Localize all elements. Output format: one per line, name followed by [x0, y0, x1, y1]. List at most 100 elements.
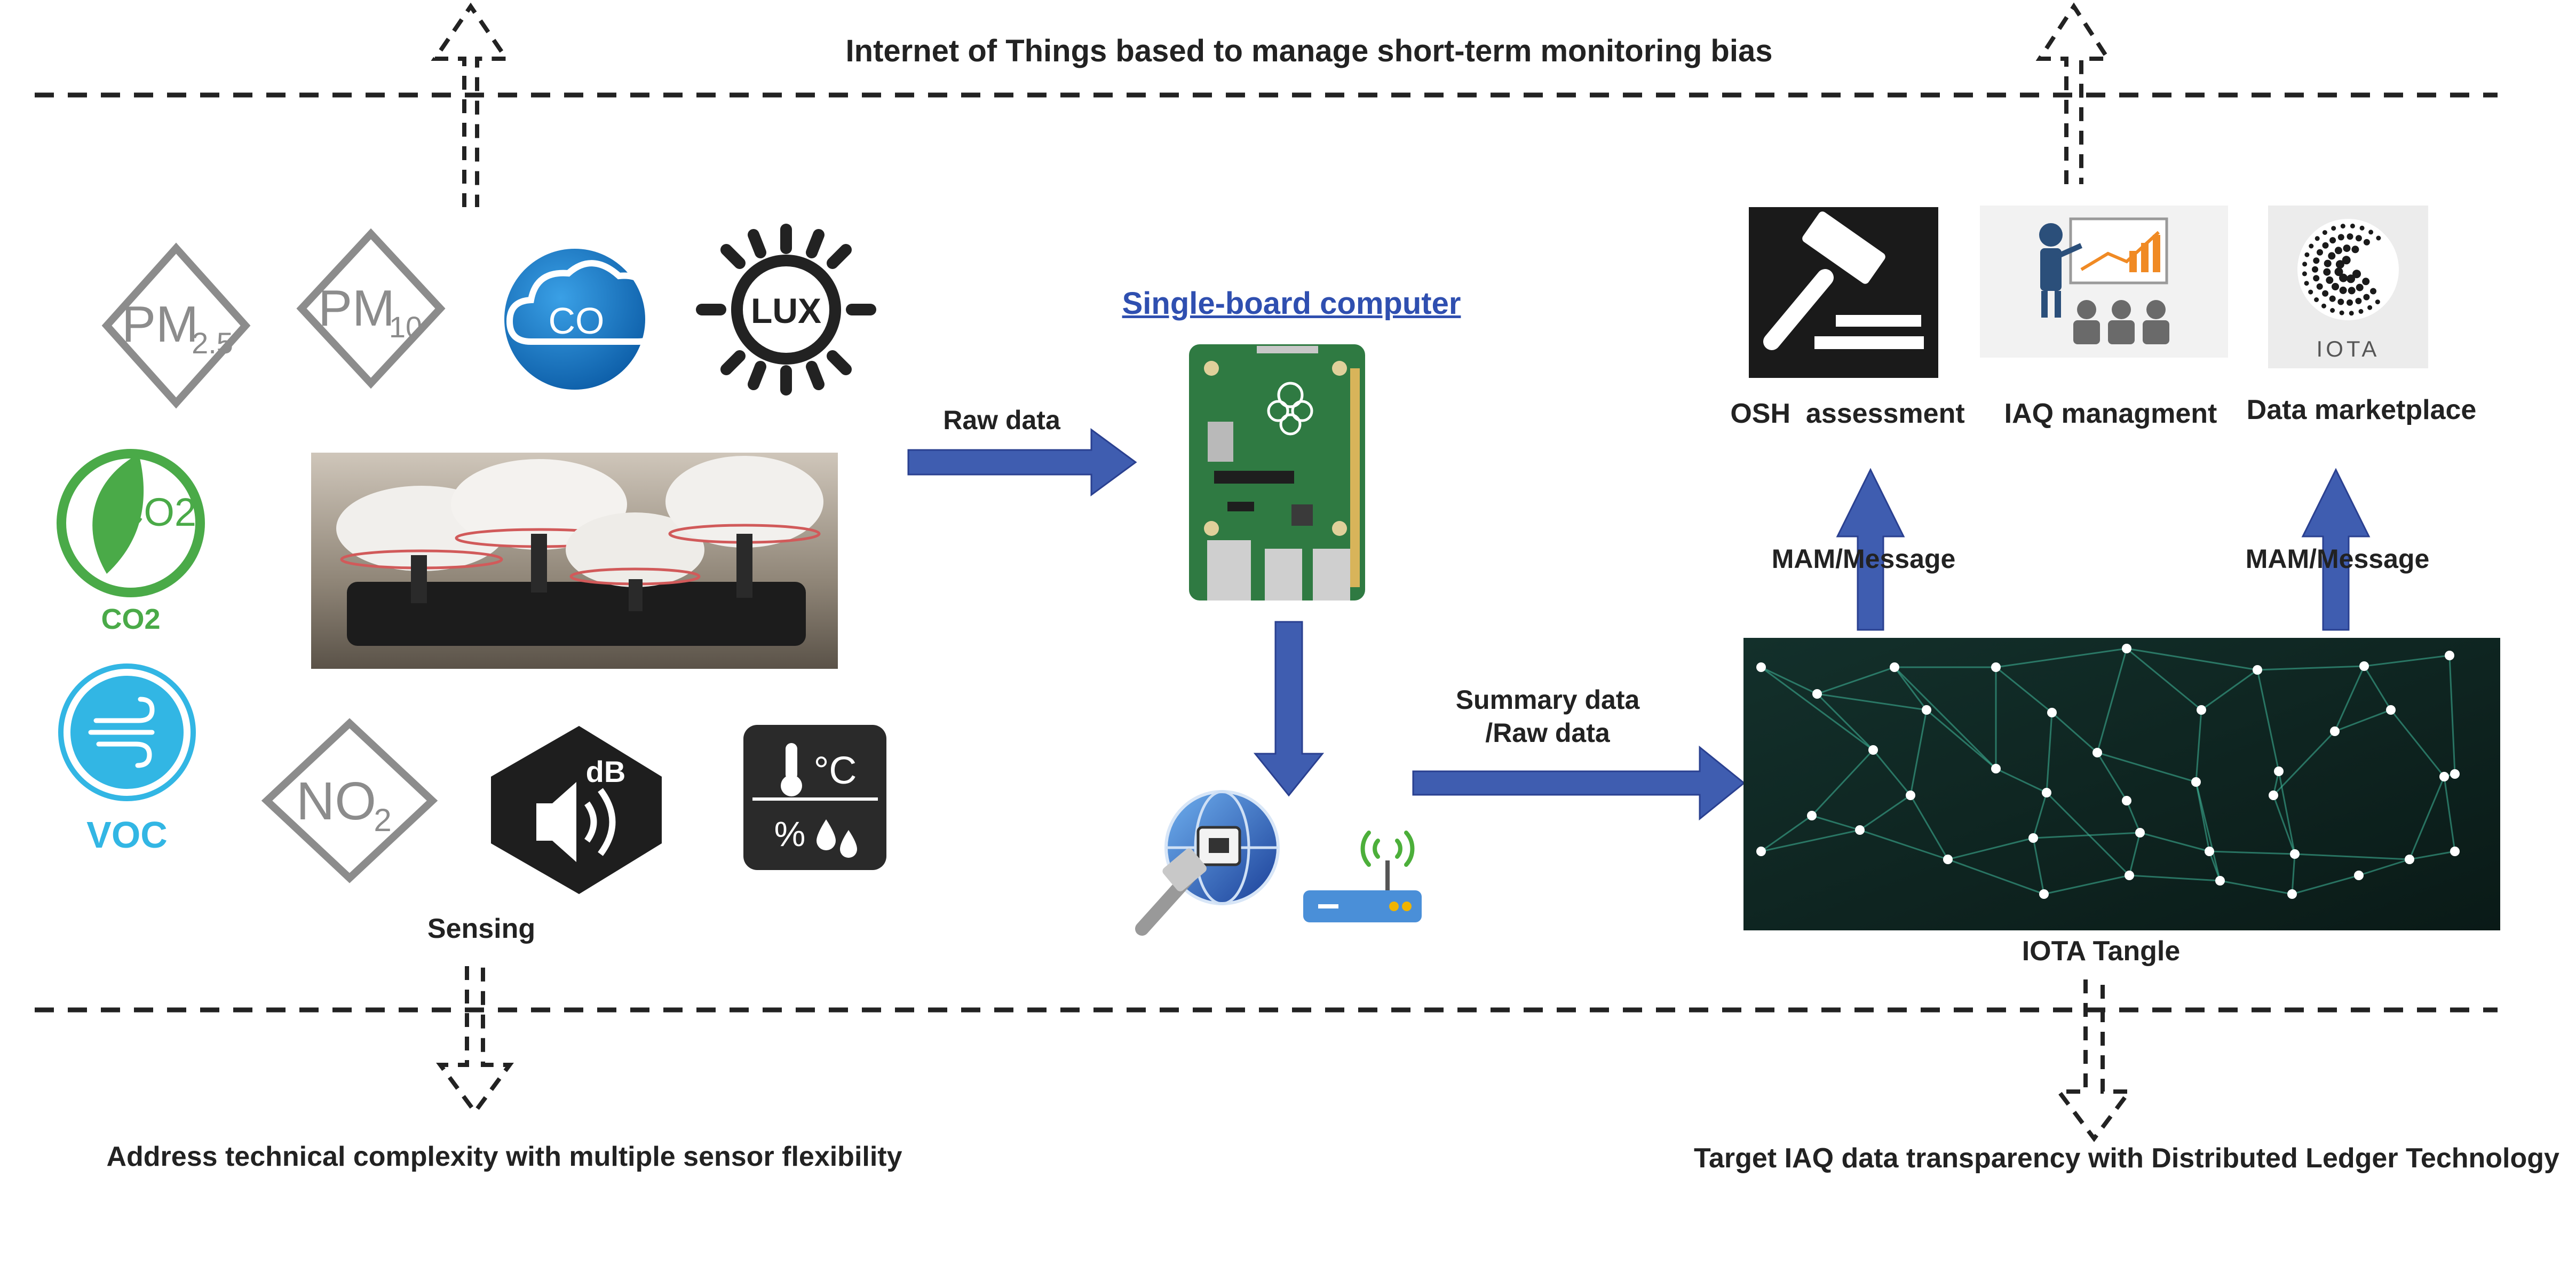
iota-logo-dot: [2322, 242, 2329, 249]
tangle-edge: [2408, 776, 2445, 860]
pm10-label: PM: [318, 280, 395, 337]
tangle-edge: [2096, 648, 2128, 753]
tangle-edge: [2334, 709, 2391, 732]
tangle-node: [2125, 871, 2134, 880]
iota-logo-dot: [2355, 235, 2362, 242]
tangle-edge: [2195, 781, 2221, 881]
tangle-edge: [1995, 666, 2052, 714]
tangle-edge: [2126, 647, 2258, 671]
tangle-edge: [1816, 693, 1874, 751]
iota-logo-dot: [2350, 223, 2355, 228]
iota-logo-dot: [2343, 244, 2351, 252]
tangle-edge: [2257, 665, 2365, 671]
sensor-device-photo: [311, 453, 838, 669]
tangle-edge: [2363, 666, 2392, 710]
tangle-edge: [1995, 768, 2047, 794]
tangle-edge: [1761, 666, 1818, 695]
tangle-edge: [1859, 829, 1948, 860]
tangle-edge: [1872, 749, 1912, 796]
no2-sub: 2: [374, 802, 391, 838]
iota-logo-dot: [2347, 274, 2356, 283]
footer-left-caption: Address technical complexity with multip…: [106, 1141, 902, 1172]
tangle-edge: [2129, 874, 2221, 882]
tangle-edge: [2272, 730, 2336, 796]
tangle-edge: [1817, 666, 1895, 695]
sbc-down-arrow: [1253, 621, 1325, 797]
tangle-edge: [2033, 832, 2141, 839]
iota-logo-text: IOTA: [2317, 336, 2380, 361]
temp-unit-label: °C: [814, 749, 857, 792]
sensing-caption: Sensing: [427, 913, 536, 944]
tangle-edge: [2272, 795, 2296, 855]
mam-up-arrow-left: [1836, 468, 1905, 631]
iota-logo-dot: [2312, 266, 2318, 273]
iota-logo-dot: [2321, 303, 2326, 309]
noise-db-icon: dB: [491, 726, 662, 894]
pm10-icon: PM 10: [296, 228, 446, 389]
pm25-icon: PM 2.5: [101, 242, 251, 409]
tangle-edge: [2126, 800, 2141, 833]
iota-logo-dot: [2359, 225, 2365, 231]
tangle-node: [2047, 708, 2057, 717]
presentation-icon: [1980, 206, 2228, 358]
tangle-edge: [1947, 858, 2044, 895]
tangle-node: [2191, 777, 2201, 787]
tangle-edge: [2096, 752, 2128, 801]
iota-logo-dot: [2363, 239, 2370, 246]
tangle-node: [1890, 662, 1899, 672]
iota-logo-dot: [2328, 252, 2336, 260]
tangle-edge: [2409, 850, 2455, 860]
tangle-edge: [2278, 771, 2296, 855]
iota-logo-dot: [2329, 237, 2336, 244]
iota-logo-dot: [2315, 236, 2320, 241]
iota-logo-dot: [2358, 309, 2364, 314]
tangle-edge: [1859, 794, 1911, 831]
raspberry-pi-board: [1189, 344, 1365, 600]
tangle-edge: [2364, 654, 2450, 667]
gavel-icon: [1749, 207, 1938, 378]
co2-leaf-icon: CO2 CO2: [57, 449, 205, 635]
no2-label: NO: [296, 771, 376, 831]
tangle-node: [2330, 726, 2340, 736]
iaq-management-label: IAQ managment: [2004, 398, 2217, 429]
iota-logo-dot: [2316, 283, 2323, 290]
tangle-edge: [2390, 709, 2445, 777]
dashed-up-arrow-right: [2035, 2, 2112, 184]
summary-data-label: Summary data /Raw data: [1456, 683, 1640, 749]
tangle-edge: [1947, 837, 2034, 860]
iota-logo-dot: [2314, 297, 2319, 302]
db-label: dB: [586, 755, 626, 788]
tangle-node: [2197, 705, 2206, 715]
tangle-edge: [1893, 667, 1928, 710]
lux-sun-icon: LUX: [696, 224, 876, 396]
iota-logo-dot: [2323, 268, 2331, 276]
tangle-node: [2386, 705, 2396, 715]
iota-logo-dot: [2355, 297, 2362, 304]
iota-logo-dot: [2362, 278, 2370, 286]
tangle-node: [1812, 689, 1822, 699]
tangle-node: [1991, 662, 2001, 672]
summary-data-line2: /Raw data: [1485, 718, 1610, 748]
tangle-node: [1756, 847, 1766, 856]
tangle-edge: [1761, 829, 1860, 852]
tangle-edge: [2291, 854, 2296, 895]
tangle-node: [2028, 833, 2038, 843]
tangle-edge: [1893, 666, 1997, 770]
iota-logo-dot: [2367, 305, 2373, 310]
tangle-edge: [1909, 709, 1928, 796]
tangle-node: [1868, 745, 1878, 755]
iota-logo-dot: [2322, 230, 2327, 235]
iota-logo-dot: [2302, 271, 2307, 276]
tangle-edge: [1817, 693, 1927, 711]
tangle-node: [2439, 772, 2449, 781]
iota-logo-dot: [2337, 298, 2344, 305]
tangle-edge: [2046, 792, 2130, 876]
tangle-node: [2092, 748, 2102, 757]
tangle-node: [1756, 662, 1766, 672]
iota-logo-dot: [2329, 295, 2336, 302]
tangle-node: [2253, 665, 2262, 675]
iota-logo-dot: [2370, 288, 2376, 295]
single-board-computer-title[interactable]: Single-board computer: [1122, 286, 1461, 321]
raw-data-arrow: [907, 428, 1137, 496]
tangle-node: [2450, 769, 2460, 779]
